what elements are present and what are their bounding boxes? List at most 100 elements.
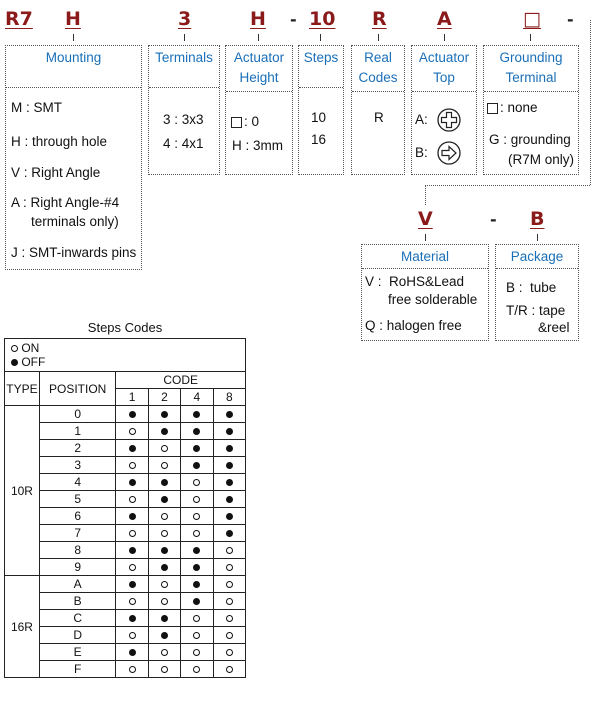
open-circle-icon (128, 666, 136, 673)
code-cell (212, 592, 247, 610)
table-row: E (5, 643, 247, 661)
code-cell (212, 405, 247, 423)
steps-codes-title: Steps Codes (87, 320, 163, 335)
code-cell (212, 456, 247, 474)
code-cell (115, 456, 149, 474)
code-cell (212, 660, 247, 678)
code-terminals: 3 (178, 8, 192, 30)
code-mounting: H (65, 8, 81, 30)
code-cell (115, 660, 149, 678)
code-cell (180, 473, 214, 491)
open-circle-icon (225, 581, 233, 588)
package-item-tr-cont: &reel (538, 320, 570, 335)
terminals-item-3: 3 : 3x3 (163, 112, 204, 127)
code-cell (147, 558, 182, 576)
mounting-title: Mounting (45, 50, 102, 65)
code-cell (147, 456, 182, 474)
filled-circle-icon (161, 428, 168, 435)
code-cell (212, 439, 247, 457)
code-cell (115, 541, 149, 559)
code-cell (115, 558, 149, 576)
code-cell (180, 456, 214, 474)
material-item-q: Q : halogen free (365, 318, 462, 333)
code-cell (180, 405, 214, 423)
grounding-title-1: Grounding (499, 50, 563, 65)
position-cell: 6 (38, 507, 117, 525)
code-col-4: 4 (180, 388, 214, 406)
code-dash-2: - (567, 10, 574, 29)
position-cell: B (38, 592, 117, 610)
actuator-height-box: Actuator Height : 0 H : 3mm (225, 45, 293, 175)
open-circle-icon (161, 598, 168, 605)
table-row: 8 (5, 541, 247, 559)
grounding-title-2: Terminal (505, 70, 557, 85)
filled-circle-icon (161, 615, 168, 622)
real-codes-item-r: R (374, 110, 384, 125)
position-cell: 3 (38, 456, 117, 474)
actuator-height-title-1: Actuator (233, 50, 285, 65)
open-circle-icon (128, 462, 136, 469)
filled-circle-icon (161, 496, 168, 503)
open-circle-icon (193, 513, 201, 520)
position-cell: 7 (38, 524, 117, 542)
code-cell (115, 609, 149, 627)
code-material: V (418, 208, 433, 230)
table-row: 6 (5, 507, 247, 525)
filled-circle-icon (193, 445, 201, 452)
code-cell (180, 524, 214, 542)
col-code: CODE (115, 371, 246, 389)
table-row: F (5, 660, 247, 678)
code-cell (147, 609, 182, 627)
filled-circle-icon (225, 513, 233, 520)
steps-box: Steps 10 16 (298, 45, 344, 175)
actuator-top-title-1: Actuator (418, 50, 470, 65)
open-circle-icon (128, 428, 136, 435)
code-cell (212, 626, 247, 644)
open-circle-icon (225, 547, 233, 554)
filled-circle-icon (193, 581, 201, 588)
code-cell (147, 643, 182, 661)
open-circle-icon (128, 598, 136, 605)
code-cell (180, 422, 214, 440)
code-cell (147, 524, 182, 542)
code-col-1: 1 (115, 388, 149, 406)
mounting-item-h: H : through hole (11, 134, 108, 149)
position-cell: E (38, 643, 117, 661)
filled-circle-icon (128, 513, 136, 520)
open-circle-icon (128, 496, 136, 503)
code-cell (115, 473, 149, 491)
material-item-v-cont: free solderable (388, 292, 478, 307)
legend-off: OFF (11, 355, 245, 369)
table-row: 2 (5, 439, 247, 457)
actuator-height-title-2: Height (239, 70, 279, 85)
mounting-item-j: J : SMT-inwards pins (11, 245, 137, 260)
table-row: 5 (5, 490, 247, 508)
code-cell (115, 405, 149, 423)
code-actuator-height: H (250, 8, 266, 30)
code-cell (180, 490, 214, 508)
table-row: 3 (5, 456, 247, 474)
open-circle-icon (225, 615, 233, 622)
code-cell (115, 626, 149, 644)
mounting-box: Mounting M : SMT H : through hole V : Ri… (5, 45, 142, 270)
filled-circle-icon (225, 428, 233, 435)
open-circle-icon (193, 666, 201, 673)
terminals-box: Terminals 3 : 3x3 4 : 4x1 (148, 45, 220, 175)
legend-cell: ON OFF (4, 338, 246, 372)
filled-circle-icon (161, 547, 168, 554)
table-row: D (5, 626, 247, 644)
code-cell (180, 660, 214, 678)
filled-circle-icon (161, 411, 168, 418)
filled-circle-icon (128, 411, 136, 418)
mounting-item-a-cont: terminals only) (31, 214, 119, 229)
code-cell (180, 609, 214, 627)
open-circle-icon (193, 615, 201, 622)
arrow-actuator-icon (437, 141, 461, 165)
material-item-v: V : RoHS&Lead (365, 274, 465, 289)
filled-circle-icon (161, 479, 168, 486)
position-cell: 9 (38, 558, 117, 576)
code-col-2: 2 (147, 388, 182, 406)
filled-circle-icon (128, 615, 136, 622)
real-codes-title-1: Real (364, 50, 392, 65)
